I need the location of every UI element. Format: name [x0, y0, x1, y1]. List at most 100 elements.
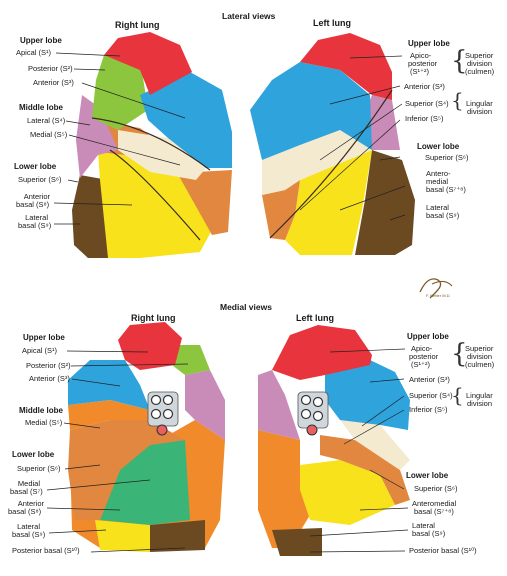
medial-left-upper-lobe-label: Upper lobe — [407, 332, 449, 341]
lateral-right-fissure — [91, 117, 211, 241]
medial-right-middle-lobe — [68, 400, 150, 430]
medial-left-superior-division-label-1: Superior — [465, 344, 494, 353]
lateral-right-middle-lobe-lateral — [76, 95, 118, 178]
lateral-left-upper-lobe-anterior — [250, 62, 372, 160]
lateral-left-lingula-superior — [262, 130, 372, 195]
medial-right-medial-s5 — [185, 370, 225, 440]
medial-left-apico-label-3: (S¹⁺²) — [411, 360, 430, 369]
lingular-division-brace-medial: { — [451, 383, 464, 407]
lateral-left-lateral-basal-label-2: basal (S⁹) — [426, 211, 460, 220]
lingular-division-brace-lateral: { — [451, 88, 464, 112]
lateral-left-apico-label-1: Apico- — [410, 51, 432, 60]
medial-right-apical-s1 — [118, 322, 182, 370]
lateral-left-fissure — [269, 89, 393, 239]
lateral-left-upper-lobe-label: Upper lobe — [408, 39, 450, 48]
lateral-left-lower-lobe-anteromedial — [285, 150, 372, 255]
medial-left-lung-title: Left lung — [296, 313, 334, 323]
lateral-right-middle-lobe-label: Middle lobe — [19, 103, 63, 112]
medial-right-medial-s5-label: Medial (S⁵) — [25, 418, 63, 427]
medial-left-superior-division-label-3: (culmen) — [465, 360, 495, 369]
lateral-left-lingular-label-2: division — [467, 107, 493, 116]
lateral-left-lingular-label-1: Lingular — [466, 99, 493, 108]
artist-signature: F. Netter M.D. — [426, 293, 451, 298]
lateral-right-lower-lobe-anterior-basal — [98, 152, 212, 258]
lateral-right-apical-label: Apical (S¹) — [16, 48, 52, 57]
medial-left-apicoposterior — [272, 325, 372, 380]
medial-right-medial-basal-label-2: basal (S⁷) — [10, 487, 43, 496]
lateral-right-lateral-basal-label-2: basal (S⁹) — [18, 221, 52, 230]
lateral-right-lung — [72, 32, 232, 258]
medial-right-lung-title: Right lung — [131, 313, 176, 323]
medial-left-anteromedial-label-2: basal (S⁷⁺⁸) — [414, 507, 454, 516]
lateral-left-lower-lobe-label: Lower lobe — [417, 142, 460, 151]
lateral-left-superior-division-label-2: division — [467, 59, 493, 68]
superior-division-brace-medial: { — [451, 339, 468, 369]
lateral-right-lateral-s4-label: Lateral (S⁴) — [27, 116, 66, 125]
lateral-views-title: Lateral views — [222, 11, 276, 21]
medial-right-upper-lobe-label: Upper lobe — [23, 333, 65, 342]
lateral-right-anterior-label: Anterior (S³) — [33, 78, 74, 87]
medial-right-superior-s6-label: Superior (S⁶) — [17, 464, 61, 473]
medial-right-lung — [68, 322, 225, 552]
lateral-left-lower-lobe-superior — [262, 180, 300, 240]
lateral-left-lung-title: Left lung — [313, 18, 351, 28]
medial-right-anterior-label: Anterior (S³) — [29, 374, 70, 383]
lateral-left-anteromedial-label-2: medial — [426, 177, 449, 186]
medial-right-anterior-s3 — [68, 360, 150, 410]
medial-views-title: Medial views — [220, 302, 272, 312]
lateral-left-inferior-s5-label: Inferior (S⁵) — [405, 114, 444, 123]
medial-left-anteromedial-label-1: Anteromedial — [412, 499, 457, 508]
artist-signature-mark — [419, 278, 453, 299]
medial-right-medial-basal — [100, 440, 190, 525]
medial-left-lateral-basal-label-1: Lateral — [412, 521, 435, 530]
medial-left-lung — [258, 325, 410, 556]
medial-left-posterior-strip — [258, 370, 300, 440]
medial-left-anteromedial-basal — [300, 460, 395, 525]
medial-right-lateral-basal-label-2: basal (S⁹) — [12, 530, 46, 539]
lateral-right-lateral-basal-label-1: Lateral — [25, 213, 48, 222]
medial-right-anterior-basal-label-1: Anterior — [17, 499, 44, 508]
medial-right-apical-label: Apical (S¹) — [22, 346, 58, 355]
lateral-right-upper-lobe-posterior — [92, 55, 148, 130]
lateral-left-superior-division-label-1: Superior — [465, 51, 494, 60]
medial-right-anterior-basal-label-2: basal (S⁸) — [8, 507, 42, 516]
medial-right-posterior-basal-label: Posterior basal (S¹⁰) — [12, 546, 80, 555]
lateral-left-upper-lobe-apicoposterior — [300, 33, 392, 100]
lateral-left-anteromedial-label-1: Antero- — [426, 169, 451, 178]
medial-right-anterior-basal — [95, 520, 150, 552]
lateral-left-lower-lobe-lateral-basal — [355, 150, 415, 255]
lateral-left-superior-division-label-3: (culmen) — [465, 67, 495, 76]
medial-left-apico-label-1: Apico- — [411, 344, 433, 353]
medial-left-apico-label-2: posterior — [409, 352, 439, 361]
medial-right-posterior-s2 — [172, 345, 210, 375]
lateral-left-apico-label-3: (S¹⁺²) — [410, 67, 429, 76]
medial-left-posterior-basal-label: Posterior basal (S¹⁰) — [409, 546, 477, 555]
lateral-left-lateral-basal-label-1: Lateral — [426, 203, 449, 212]
medial-left-hilum — [297, 391, 329, 436]
lateral-right-lower-lobe-lateral-basal — [72, 175, 110, 258]
lateral-right-middle-lobe-medial — [118, 130, 206, 180]
medial-left-superior-s6 — [320, 435, 410, 505]
lateral-right-lung-title: Right lung — [115, 20, 160, 30]
lateral-left-superior-s4-label: Superior (S⁴) — [405, 99, 449, 108]
lateral-right-superior-s6-label: Superior (S⁶) — [18, 175, 62, 184]
lateral-right-anterior-basal-label-2: basal (S⁸) — [16, 200, 50, 209]
medial-left-lateral-basal — [272, 528, 322, 556]
medial-left-lateral-basal-label-2: basal (S⁹) — [412, 529, 446, 538]
medial-left-lower-lobe-label: Lower lobe — [406, 471, 449, 480]
medial-left-posterior-basal — [258, 430, 310, 548]
medial-right-lower-lobe-label: Lower lobe — [12, 450, 55, 459]
lateral-right-upper-lobe-label: Upper lobe — [20, 36, 62, 45]
lateral-right-upper-lobe-anterior — [140, 72, 232, 168]
medial-left-lingular-label-1: Lingular — [466, 391, 493, 400]
lateral-right-lower-lobe-label: Lower lobe — [14, 162, 57, 171]
lateral-right-anterior-basal-label-1: Anterior — [23, 192, 50, 201]
lateral-left-apico-label-2: posterior — [408, 59, 438, 68]
lateral-right-posterior-label: Posterior (S²) — [28, 64, 73, 73]
lateral-right-upper-lobe-apical — [104, 32, 192, 95]
lateral-left-superior-s6-label: Superior (S⁶) — [425, 153, 469, 162]
medial-left-lingular-label-2: division — [467, 399, 493, 408]
lateral-left-anterior-s3-label: Anterior (S³) — [404, 82, 445, 91]
medial-left-superior-division-label-2: division — [467, 352, 493, 361]
